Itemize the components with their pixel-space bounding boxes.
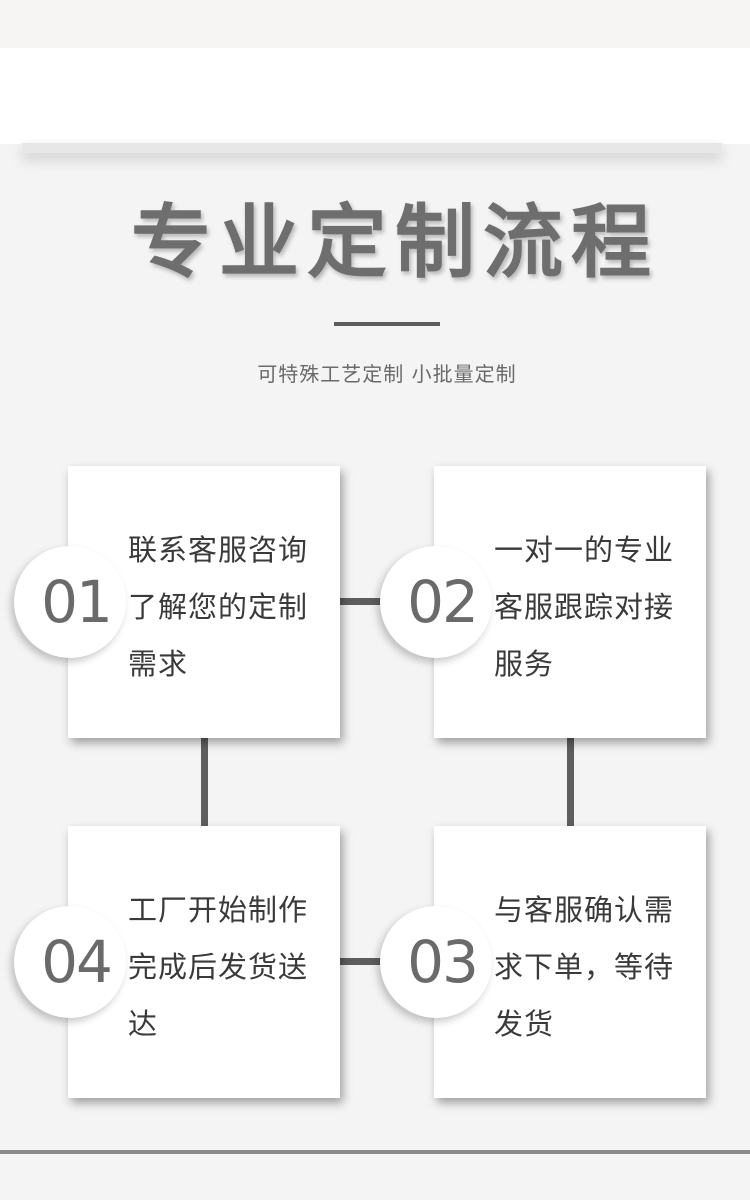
title-divider (334, 322, 440, 326)
step-text-line: 求下单，等待 (494, 950, 675, 984)
page-subtitle: 可特殊工艺定制 小批量定制 (257, 362, 517, 386)
step-number: 02 (407, 568, 479, 636)
step-text-line: 与客服确认需 (494, 893, 675, 927)
step-description: 一对一的专业 客服跟踪对接 服务 (494, 522, 699, 693)
header-banner (0, 48, 750, 144)
step-text-line: 客服跟踪对接 (494, 590, 675, 624)
step-text-line: 联系客服咨询 (128, 533, 309, 567)
step-text-line: 了解您的定制 (128, 590, 309, 624)
step-number: 04 (41, 928, 113, 996)
step-number: 01 (41, 568, 113, 636)
step-description: 与客服确认需 求下单，等待 发货 (494, 882, 699, 1053)
step-badge-01: 01 (14, 546, 126, 658)
page-title: 专业定制流程 (131, 196, 659, 289)
step-number: 03 (407, 928, 479, 996)
step-description: 工厂开始制作 完成后发货送 达 (128, 882, 333, 1053)
step-description: 联系客服咨询 了解您的定制 需求 (128, 522, 333, 693)
step-text-line: 需求 (128, 647, 189, 681)
header-shadow-bar (22, 143, 722, 153)
step-badge-04: 04 (14, 906, 126, 1018)
step-text-line: 完成后发货送 (128, 950, 309, 984)
step-text-line: 服务 (494, 647, 555, 681)
step-text-line: 发货 (494, 1007, 555, 1041)
top-strip (0, 0, 750, 48)
step-badge-03: 03 (380, 906, 492, 1018)
bottom-divider (0, 1150, 750, 1154)
step-text-line: 工厂开始制作 (128, 893, 309, 927)
step-text-line: 达 (128, 1007, 159, 1041)
connector-02-03 (567, 735, 574, 830)
step-text-line: 一对一的专业 (494, 533, 675, 567)
connector-01-04 (201, 735, 208, 830)
step-badge-02: 02 (380, 546, 492, 658)
